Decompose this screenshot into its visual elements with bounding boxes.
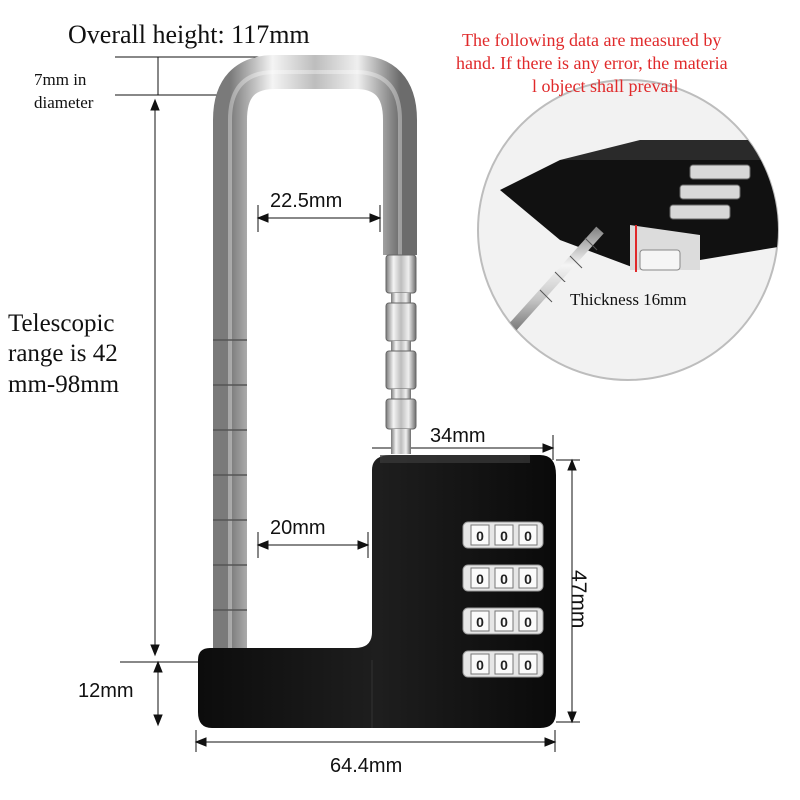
telescopic-label-line2: range is 42: [8, 340, 118, 367]
measurement-note-line3: l object shall prevail: [532, 76, 679, 96]
base-height-label: 12mm: [78, 680, 134, 702]
telescopic-label-line3: mm-98mm: [8, 371, 120, 398]
body-width-label: 34mm: [430, 425, 486, 447]
body-height-label: 47mm: [567, 570, 590, 629]
measurement-note-line1: The following data are measured by: [462, 30, 722, 50]
wheel-digit: 0: [476, 571, 484, 587]
wheel-digit: 0: [524, 571, 532, 587]
body-gap-label: 20mm: [270, 517, 326, 539]
diameter-label-line1: 7mm in: [34, 70, 87, 89]
thickness-label: Thickness 16mm: [570, 290, 687, 309]
wheel-digit: 0: [476, 657, 484, 673]
wheel-digit: 0: [476, 528, 484, 544]
telescopic-label-line1: Telescopic: [8, 310, 115, 337]
diameter-label-line2: diameter: [34, 93, 94, 112]
wheel-digit: 0: [500, 571, 508, 587]
wheel-digit: 0: [500, 614, 508, 630]
wheel-digit: 0: [500, 528, 508, 544]
thickness-detail-inset: [477, 79, 779, 381]
measurement-note-line2: hand. If there is any error, the materia: [456, 53, 728, 73]
shackle-width-label: 22.5mm: [270, 190, 343, 212]
dimension-lines: [115, 56, 580, 752]
wheel-digit: 0: [500, 657, 508, 673]
wheel-digit: 0: [524, 614, 532, 630]
overall-height-label: Overall height: 117mm: [68, 20, 310, 49]
shackle: [213, 55, 417, 650]
wheel-digit: 0: [524, 657, 532, 673]
total-width-label: 64.4mm: [330, 755, 403, 777]
wheel-digit: 0: [476, 614, 484, 630]
wheel-digit: 0: [524, 528, 532, 544]
